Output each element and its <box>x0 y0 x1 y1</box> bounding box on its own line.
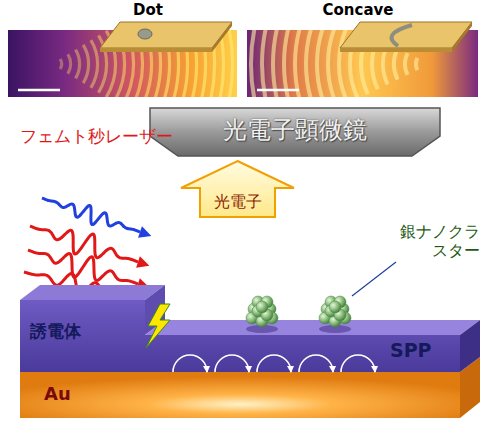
fringe <box>282 30 300 97</box>
spp-label: SPP <box>390 340 454 362</box>
microscope-box: 光電子顕微鏡 <box>150 108 440 156</box>
fringe <box>247 30 251 97</box>
dielectric-layer: 誘電体 SPP <box>20 300 460 372</box>
fringe <box>293 30 310 97</box>
field-arrowhead <box>245 366 252 373</box>
spp-field-line <box>215 355 249 372</box>
gold-plate-edge <box>452 22 472 52</box>
gold-plate-edge <box>340 48 452 52</box>
field-arrowhead <box>329 366 336 373</box>
au-layer <box>20 372 460 418</box>
node-label: 光電子顕微鏡 <box>150 117 440 145</box>
field-arrowhead <box>287 366 294 373</box>
fringe <box>260 30 281 97</box>
laser-pulse <box>30 226 138 262</box>
node-label: Au <box>44 384 104 405</box>
fringe <box>59 58 63 70</box>
gold-plate-edge <box>100 48 212 52</box>
dielectric-layer <box>20 300 460 372</box>
fringe <box>74 49 81 80</box>
fringe <box>304 30 320 97</box>
fringe <box>220 30 237 97</box>
node-label: Dot <box>120 2 176 19</box>
spp-field-line <box>257 355 291 372</box>
gold-plate <box>340 22 472 48</box>
field-arrowhead <box>371 366 378 373</box>
spp-field-line <box>173 355 207 372</box>
fringe <box>271 30 290 97</box>
photoelectron-arrow: 光電子 <box>180 160 295 218</box>
dielectric-side <box>460 320 480 372</box>
dielectric-top <box>20 285 165 300</box>
fringe <box>247 30 261 97</box>
concave-structure <box>392 25 412 46</box>
image-panel: Dot <box>120 2 176 22</box>
fringe <box>392 47 399 80</box>
laser-label: フェムト秒レーザー <box>20 126 190 146</box>
microscope-shape <box>150 108 440 156</box>
leader-line <box>352 262 396 296</box>
fringe <box>249 30 271 97</box>
laser-pulse <box>42 198 140 232</box>
nano-cluster-atom <box>256 301 268 313</box>
dielectric-top <box>145 320 480 335</box>
fringe-group <box>59 30 237 97</box>
image-panel: Concave <box>314 2 402 22</box>
fringe <box>326 30 340 97</box>
node-label: 誘電体 <box>30 322 140 342</box>
scale-bar <box>18 89 60 92</box>
spp-field-line <box>341 355 375 372</box>
laser-pulse <box>28 250 138 284</box>
fringe <box>414 57 419 71</box>
excitation-bolt <box>146 304 170 348</box>
fringe <box>66 53 72 74</box>
fringe <box>82 44 90 84</box>
nano-cluster-atom <box>329 301 341 313</box>
dot-structure <box>138 29 152 39</box>
fringe <box>403 52 409 75</box>
spp-field-line <box>299 355 333 372</box>
cluster-label: 銀ナノクラスター <box>388 222 480 260</box>
pulse-arrowhead <box>136 256 149 267</box>
up-arrow-shape <box>181 161 294 217</box>
fringe <box>315 30 330 97</box>
fringe <box>90 39 100 88</box>
node-label: Concave <box>314 2 402 19</box>
fringe-group <box>247 30 419 97</box>
pulse-arrowhead <box>138 226 151 237</box>
gold-layer: Au <box>20 372 460 418</box>
field-arrowhead <box>203 366 210 373</box>
gold-plate-edge <box>212 22 232 52</box>
scale-bar <box>257 89 299 92</box>
node-label: 光電子 <box>200 193 275 211</box>
gold-plate <box>100 22 232 48</box>
